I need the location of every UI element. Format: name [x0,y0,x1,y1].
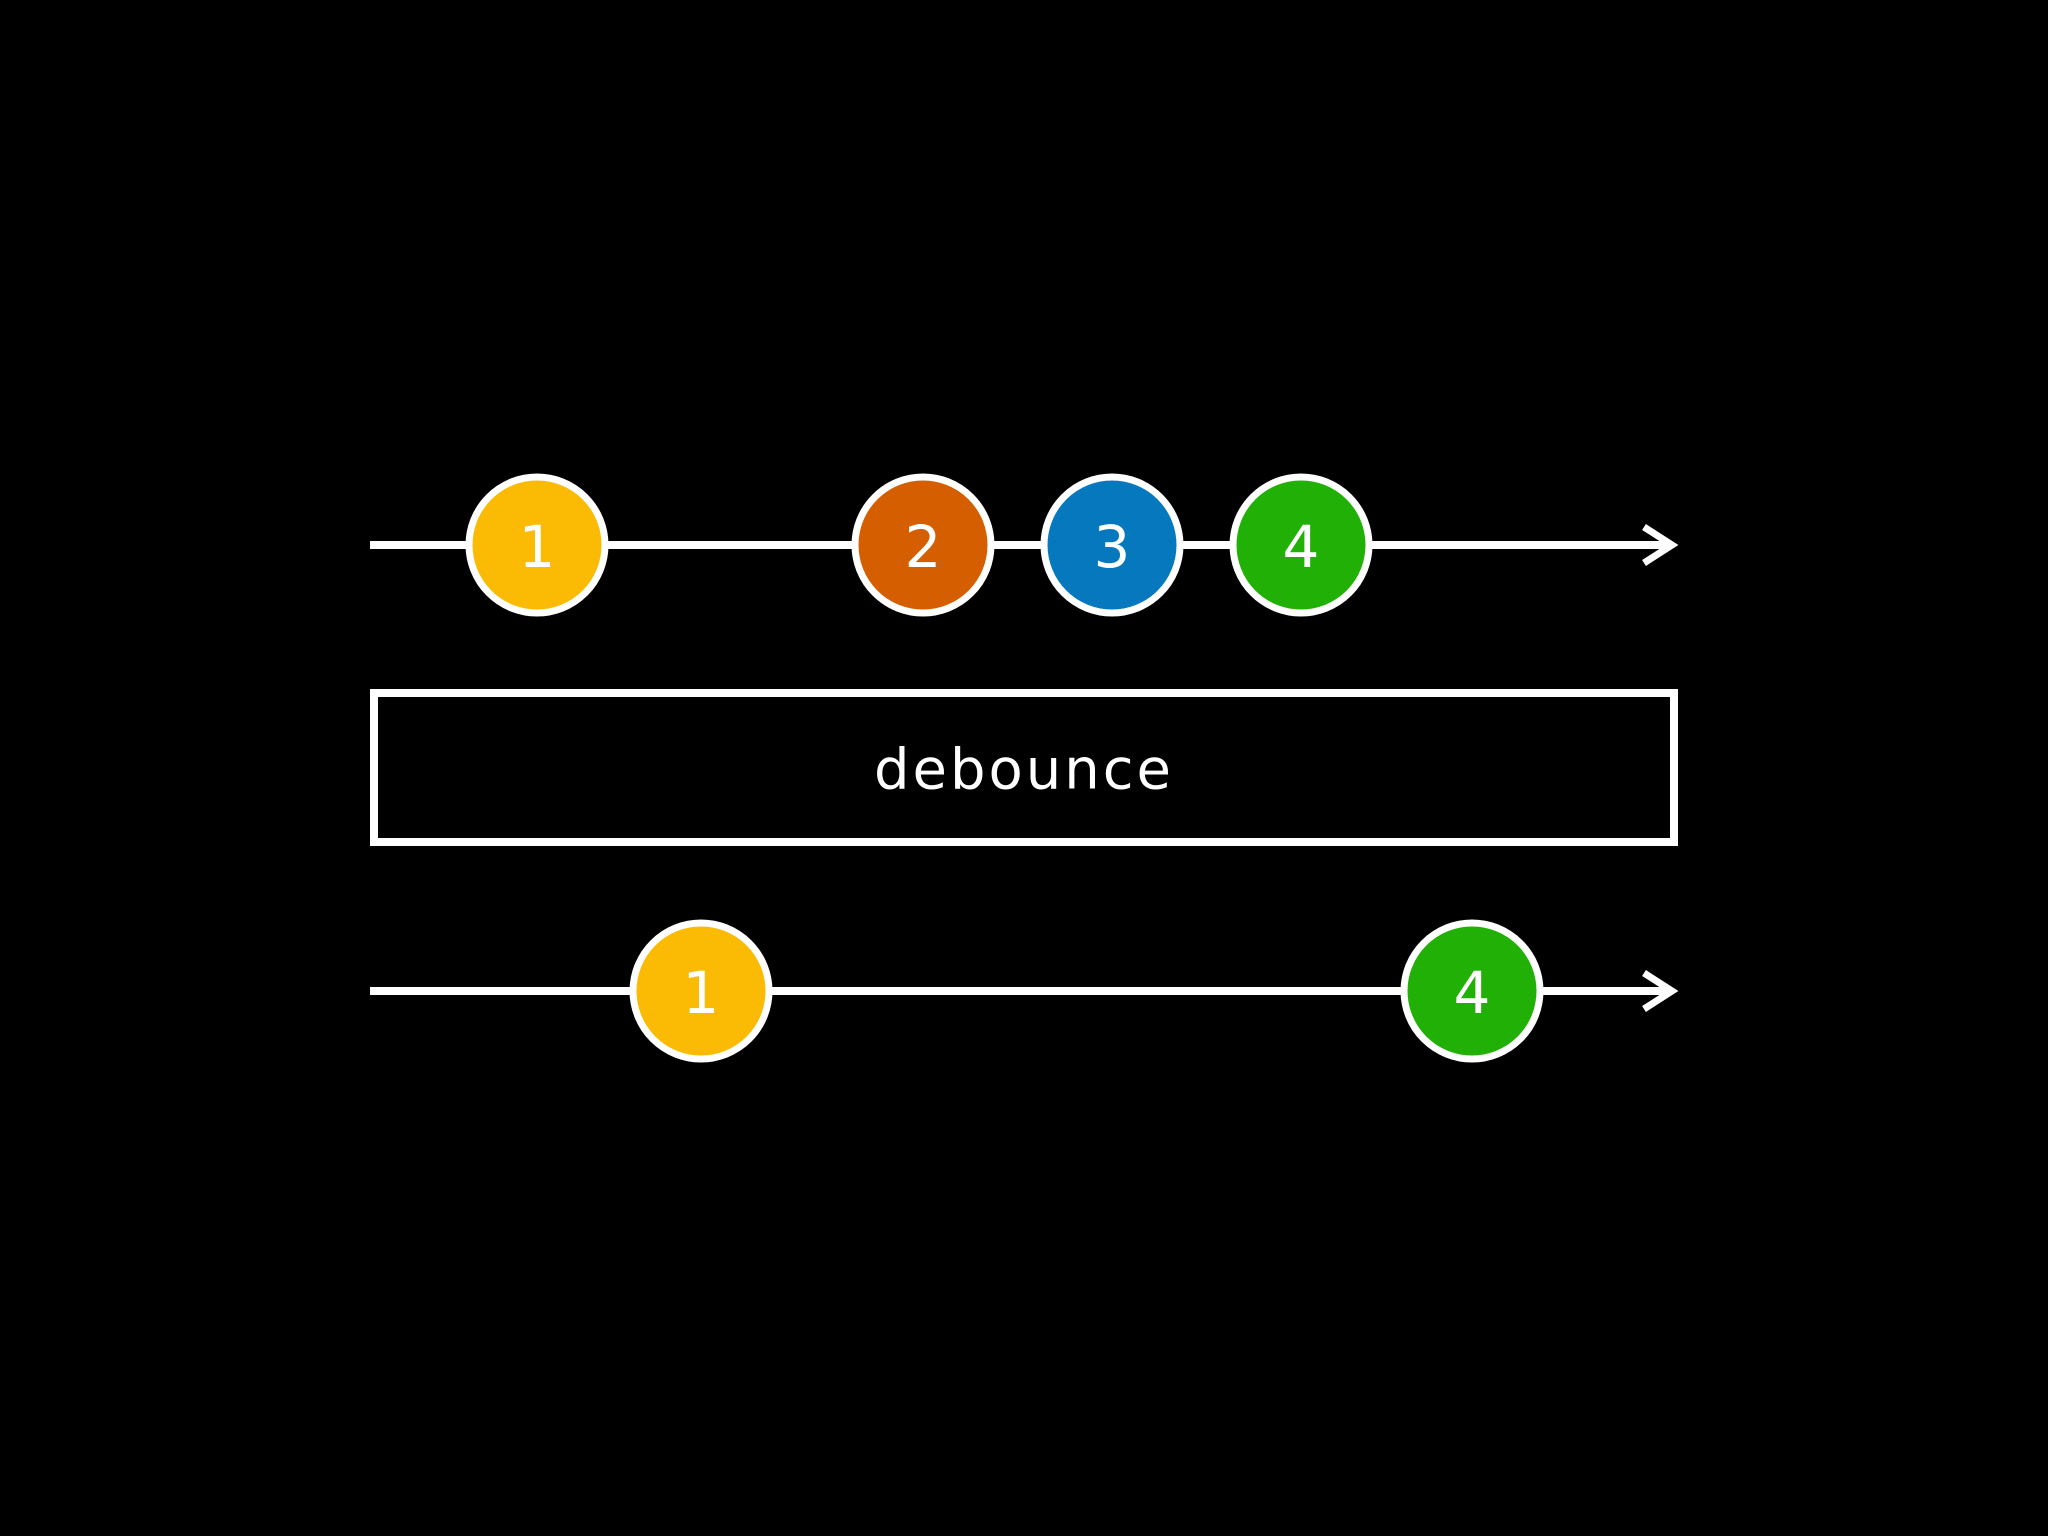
input-marble-4: 4 [1229,473,1373,617]
input-marble-3-label: 3 [1094,513,1131,581]
output-marble-4: 4 [1400,919,1544,1063]
input-marble-3: 3 [1040,473,1184,617]
output-marble-4-label: 4 [1454,959,1491,1027]
output-marble-4-circle [1400,919,1544,1063]
output-marble-1-label: 1 [683,959,720,1027]
input-marble-4-circle [1229,473,1373,617]
input-timeline-arrow-icon [1642,524,1679,566]
input-marble-2-label: 2 [905,513,942,581]
operator-label: debounce [874,738,1174,803]
operator-box-frame [370,689,1678,846]
input-marble-2-circle [851,473,995,617]
operator-box: debounce [370,689,1678,846]
input-marble-2: 2 [851,473,995,617]
input-marble-4-label: 4 [1283,513,1320,581]
output-marble-1-circle [629,919,773,1063]
input-marble-1-circle [465,473,609,617]
output-marble-1: 1 [629,919,773,1063]
output-timeline-arrow-icon [1642,970,1679,1012]
input-marble-3-circle [1040,473,1184,617]
input-marble-1: 1 [465,473,609,617]
input-marble-1-label: 1 [519,513,556,581]
